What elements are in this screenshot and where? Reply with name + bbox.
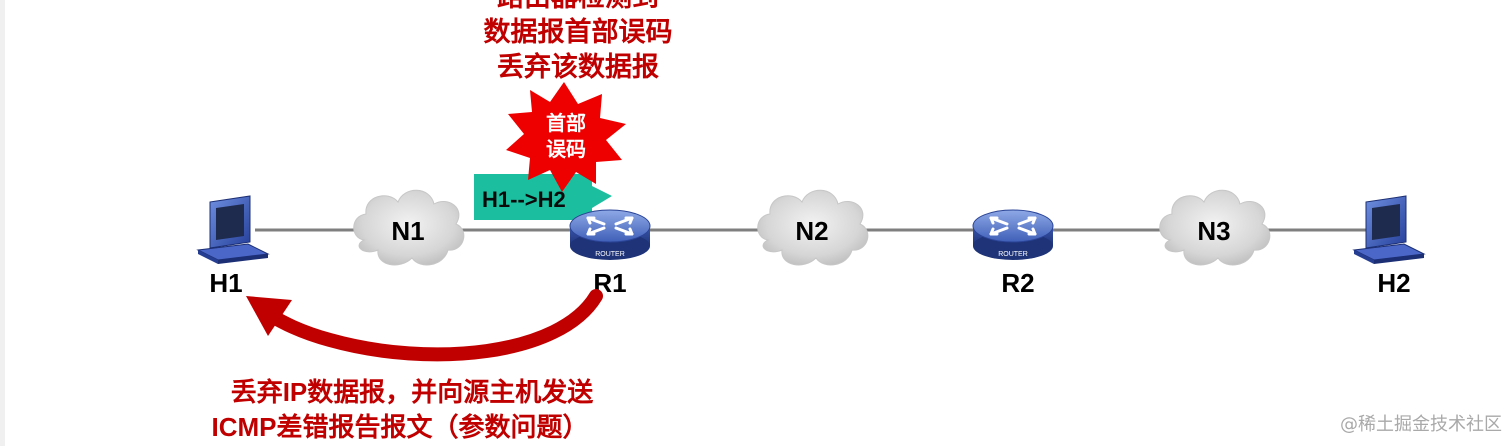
- top-note-line3: 丢弃该数据报: [497, 51, 659, 82]
- top-note-line1: 路由器检测到: [497, 0, 659, 12]
- error-burst-icon: 首部 误码: [506, 82, 626, 192]
- icmp-return-arrow: [246, 289, 603, 362]
- router-r2-label: R2: [1001, 268, 1034, 298]
- bottom-note-line2: ICMP差错报告报文（参数问题）: [211, 412, 588, 442]
- packet-label: H1-->H2: [482, 187, 566, 212]
- router-r2-icon: ROUTER: [972, 209, 1054, 260]
- packet-arrow: H1-->H2: [474, 174, 612, 220]
- router-r2-badge: ROUTER: [998, 251, 1028, 258]
- error-burst-line2: 误码: [546, 138, 586, 161]
- host-h1-computer-icon: [196, 195, 270, 264]
- host-h2-computer-icon: [1352, 195, 1426, 264]
- network-n2-cloud-icon: [757, 189, 869, 266]
- left-edge-strip: [0, 0, 5, 446]
- network-n1-label: N1: [391, 216, 424, 246]
- watermark: @稀土掘金技术社区: [1340, 414, 1502, 435]
- network-n3-cloud-icon: [1159, 189, 1271, 266]
- network-n1-cloud-icon: [353, 189, 465, 266]
- host-h1-label: H1: [209, 268, 242, 298]
- host-h2-label: H2: [1377, 268, 1410, 298]
- bottom-note-line1: 丢弃IP数据报，并向源主机发送: [231, 377, 594, 407]
- network-n3-label: N3: [1197, 216, 1230, 246]
- router-r1-icon: ROUTER: [569, 209, 651, 260]
- error-burst-line1: 首部: [546, 111, 586, 135]
- router-r1-badge: ROUTER: [595, 251, 625, 258]
- network-n2-label: N2: [795, 216, 828, 246]
- top-note-line2: 数据报首部误码: [484, 16, 673, 47]
